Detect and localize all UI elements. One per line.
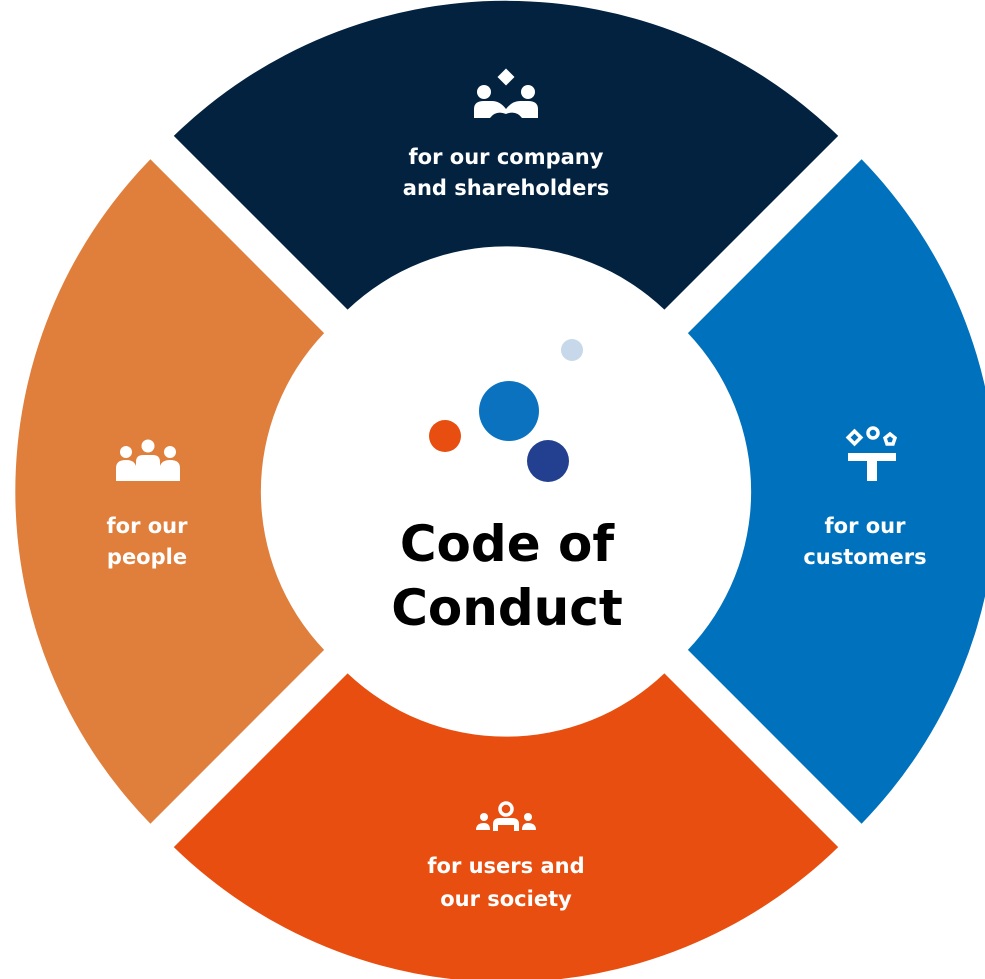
segment-right-label-line2: customers <box>803 545 926 569</box>
segment-right-label-line1: for our <box>825 514 907 538</box>
people-handshake-diamond-icon <box>474 68 538 118</box>
segment-left[interactable] <box>15 159 325 824</box>
segment-left-label-line1: for our <box>107 514 189 538</box>
segment-right[interactable] <box>687 159 985 824</box>
light-dot <box>561 339 583 361</box>
hand-holding-shapes-icon <box>845 426 898 481</box>
segment-bottom-label-line1: for users and <box>427 854 584 878</box>
navy-dot <box>527 440 569 482</box>
group-of-people-icon <box>476 801 536 831</box>
segment-bottom[interactable] <box>173 673 839 979</box>
blue-dot <box>479 381 539 441</box>
segment-top-label-line1: for our company <box>409 145 604 169</box>
segment-bottom-label-line2: our society <box>440 887 572 911</box>
segment-top[interactable] <box>173 0 839 310</box>
people-together-icon <box>116 439 180 481</box>
orange-dot <box>429 420 461 452</box>
center-title-line1: Code of <box>400 515 616 573</box>
center-title-line2: Conduct <box>391 579 623 637</box>
segment-left-label-line2: people <box>107 545 187 569</box>
segment-top-label-line2: and shareholders <box>403 176 609 200</box>
